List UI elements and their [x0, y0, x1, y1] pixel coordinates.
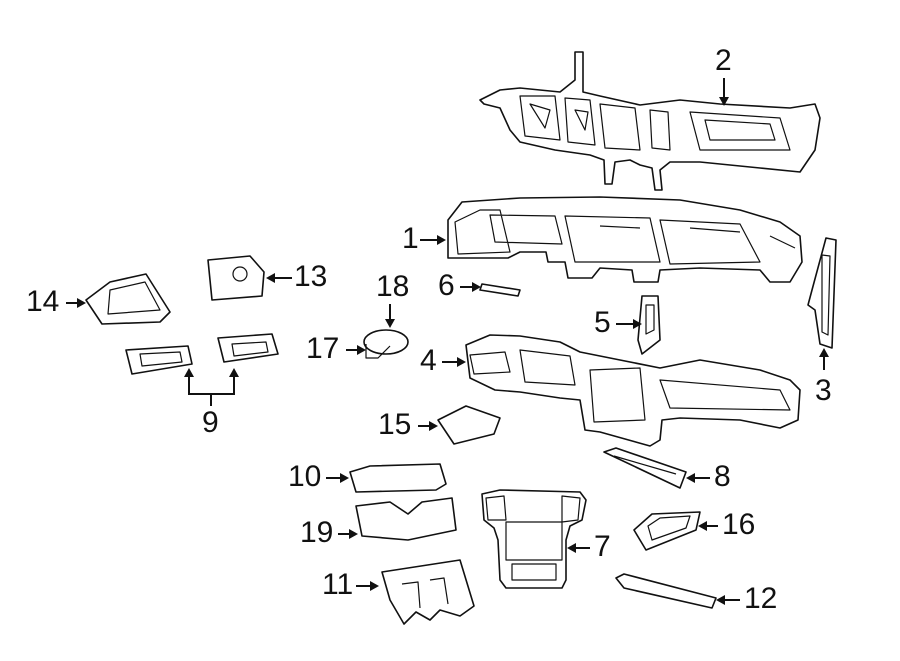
callout-11: 11	[322, 568, 353, 601]
callout-12: 12	[744, 582, 777, 615]
callout-1: 1	[402, 222, 419, 255]
callout-17: 17	[306, 332, 339, 365]
callout-19: 19	[300, 516, 333, 549]
callout-5: 5	[594, 306, 611, 339]
part-5-bracket	[637, 295, 661, 355]
part-3-side-panel	[807, 237, 837, 349]
part-9-outlets	[125, 333, 279, 375]
callout-18: 18	[376, 270, 409, 303]
part-6-strip	[479, 283, 521, 297]
part-10-panel	[349, 463, 447, 493]
part-11-lower-panel	[381, 559, 475, 625]
callout-13: 13	[294, 260, 327, 293]
callout-2: 2	[715, 44, 732, 77]
part-1-instrument-panel	[447, 196, 803, 283]
part-8-trim	[603, 447, 687, 489]
callout-3: 3	[815, 374, 832, 407]
callout-10: 10	[288, 460, 321, 493]
arrowheads	[77, 97, 829, 605]
part-4-lower-carrier	[465, 334, 801, 447]
part-17-18-knob	[363, 329, 409, 359]
callout-4: 4	[420, 344, 437, 377]
callout-8: 8	[714, 460, 731, 493]
callout-16: 16	[722, 508, 755, 541]
callout-15: 15	[378, 408, 411, 441]
callout-labels: 1 2 3 4 5 6 7 8 9 10 11 12 13 14 15 16 1…	[26, 44, 832, 615]
part-13-housing	[207, 255, 265, 301]
part-14-cover	[85, 273, 171, 325]
callout-9: 9	[202, 406, 219, 439]
part-19-pad	[355, 497, 457, 541]
callout-6: 6	[438, 269, 455, 302]
part-7-center-bezel	[481, 489, 587, 589]
callout-14: 14	[26, 285, 59, 318]
part-2-reinforcement-beam	[479, 51, 821, 191]
part-12-strip	[615, 573, 717, 609]
part-15-panel	[437, 405, 501, 445]
callout-7: 7	[594, 530, 611, 563]
part-16-vent	[633, 511, 701, 551]
